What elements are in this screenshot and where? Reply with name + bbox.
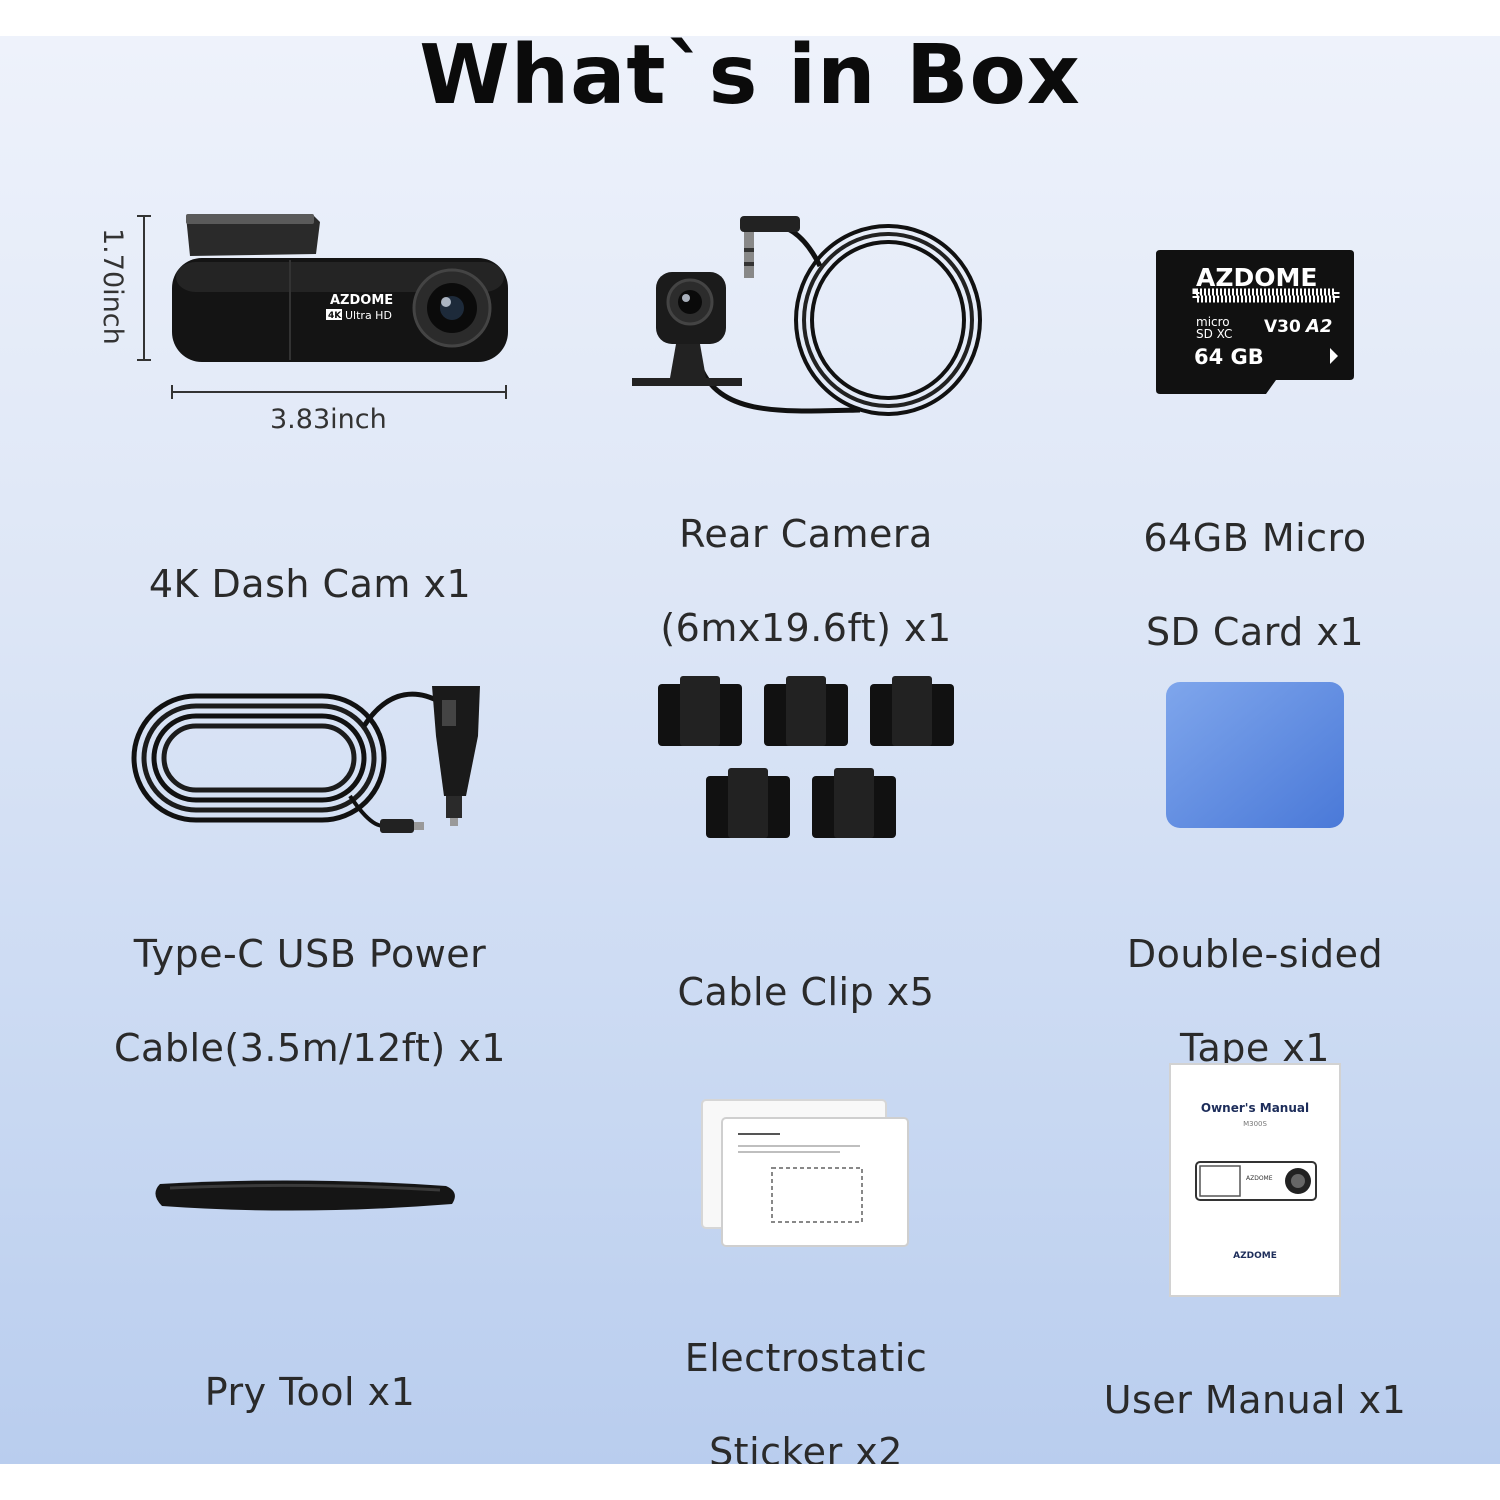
dash-cam-icon: AZDOME 4K Ultra HD (137, 214, 508, 399)
sd-brand-text: AZDOME (1196, 263, 1317, 292)
item-label-power-cable: Type-C USB Power Cable(3.5m/12ft) x1 (114, 932, 506, 1070)
svg-text:micro: micro (1196, 315, 1230, 329)
cam-brand-text: AZDOME (330, 293, 393, 308)
item-label-user-manual: User Manual x1 (1103, 1378, 1407, 1422)
svg-text:4K: 4K (328, 311, 342, 321)
tape-icon (1166, 682, 1344, 828)
item-label-pry-tool: Pry Tool x1 (204, 1370, 416, 1414)
cable-clip-icon (658, 676, 954, 838)
cable-clip-4 (706, 768, 790, 838)
cable-clip-1 (658, 676, 742, 746)
sticker-icon (701, 1099, 909, 1247)
svg-text:V30: V30 (1264, 317, 1301, 337)
svg-text:64 GB: 64 GB (1194, 345, 1264, 369)
cable-clip-5 (812, 768, 896, 838)
width-dimension-label: 3.83inch (270, 404, 387, 435)
pry-tool-icon (155, 1180, 455, 1211)
item-label-sd-card: 64GB Micro SD Card x1 (1143, 516, 1367, 654)
page-title: What`s in Box (419, 36, 1081, 123)
item-label-tape: Double-sided Tape x1 (1126, 932, 1384, 1070)
item-label-dash-cam: 4K Dash Cam x1 (148, 562, 472, 606)
svg-text:Ultra HD: Ultra HD (345, 309, 392, 322)
cable-clip-3 (870, 676, 954, 746)
rear-camera-icon (632, 216, 982, 416)
whats-in-box-panel: What`s in Box AZDOME 4K (0, 36, 1500, 1464)
svg-text:M300S: M300S (1243, 1120, 1267, 1128)
item-label-cable-clips: Cable Clip x5 (677, 970, 935, 1014)
item-label-stickers: Electrostatic Sticker x2 (684, 1336, 928, 1464)
svg-text:SD XC: SD XC (1196, 327, 1232, 341)
cable-clip-2 (764, 676, 848, 746)
svg-text:Owner's Manual: Owner's Manual (1201, 1101, 1309, 1115)
sd-card-icon: AZDOME micro SD XC V30 A2 64 GB (1156, 250, 1354, 394)
power-cable-icon (131, 686, 480, 833)
svg-text:AZDOME: AZDOME (1246, 1175, 1273, 1182)
svg-text:AZDOME: AZDOME (1233, 1251, 1277, 1261)
item-label-rear-camera: Rear Camera (6mx19.6ft) x1 (660, 512, 952, 650)
svg-text:A2: A2 (1304, 316, 1332, 337)
manual-icon: Owner's Manual M300S AZDOME AZDOME (1169, 1063, 1341, 1297)
height-dimension-label: 1.70inch (97, 228, 128, 345)
